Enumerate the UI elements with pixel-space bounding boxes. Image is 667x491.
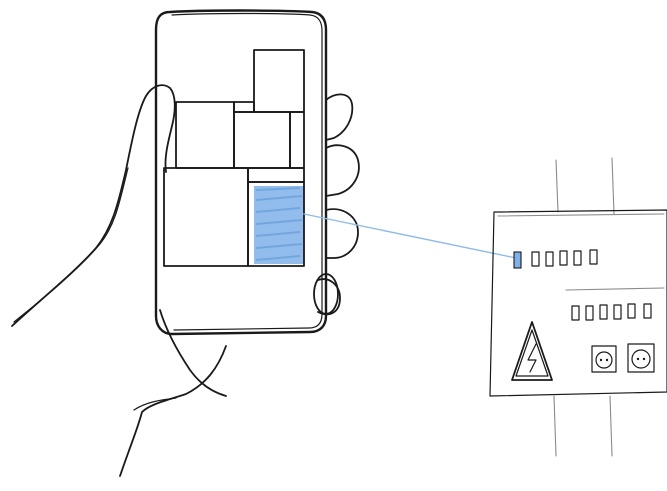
finger-1 [326, 94, 352, 140]
rail-top-right [612, 158, 614, 214]
switch-top-6[interactable] [590, 250, 597, 264]
thumb-outline [12, 85, 175, 326]
treemap-tile-upper-right[interactable] [290, 112, 304, 168]
socket-2[interactable] [628, 344, 654, 372]
switch-lower-1[interactable] [572, 306, 579, 320]
rail-bottom-left [554, 396, 556, 456]
treemap-tile-mid-strip[interactable] [248, 168, 304, 182]
control-panel [490, 158, 667, 456]
high-voltage-icon [512, 322, 552, 380]
finger-3 [326, 209, 358, 258]
switch-lower-6[interactable] [644, 304, 651, 318]
rail-bottom-right [610, 396, 612, 456]
treemap-tile-top-narrow[interactable] [254, 50, 304, 112]
connector-line [304, 214, 516, 258]
switch-top-1[interactable] [514, 252, 521, 268]
treemap-tile-selected[interactable] [248, 182, 304, 266]
switch-top-5[interactable] [574, 251, 581, 265]
panel-body-echo [498, 214, 664, 216]
switch-row-lower [572, 304, 651, 320]
switch-lower-5[interactable] [628, 304, 635, 318]
finger-2 [326, 145, 359, 196]
treemap [164, 50, 304, 266]
hand [12, 85, 359, 476]
switch-row-top [514, 250, 597, 268]
socket-1[interactable] [592, 346, 616, 372]
thumb-inner-line [14, 168, 128, 322]
switch-top-3[interactable] [546, 252, 553, 266]
phone-body-echo [172, 14, 322, 331]
treemap-tile-upper-mid[interactable] [234, 112, 290, 168]
treemap-tile-large[interactable] [164, 168, 248, 266]
switch-lower-2[interactable] [586, 306, 593, 320]
switch-top-2[interactable] [532, 252, 539, 266]
wrist-outline [120, 346, 226, 476]
palm-edge [160, 310, 226, 396]
panel-divider [566, 288, 664, 290]
treemap-tile-upper-left[interactable] [176, 102, 234, 168]
switch-lower-4[interactable] [614, 305, 621, 319]
switch-top-4[interactable] [560, 251, 567, 265]
switch-lower-3[interactable] [600, 305, 607, 319]
treemap-tile-thin-strip[interactable] [234, 102, 254, 112]
phone [156, 11, 340, 335]
phone-body [156, 11, 326, 335]
rail-top-left [556, 160, 558, 212]
